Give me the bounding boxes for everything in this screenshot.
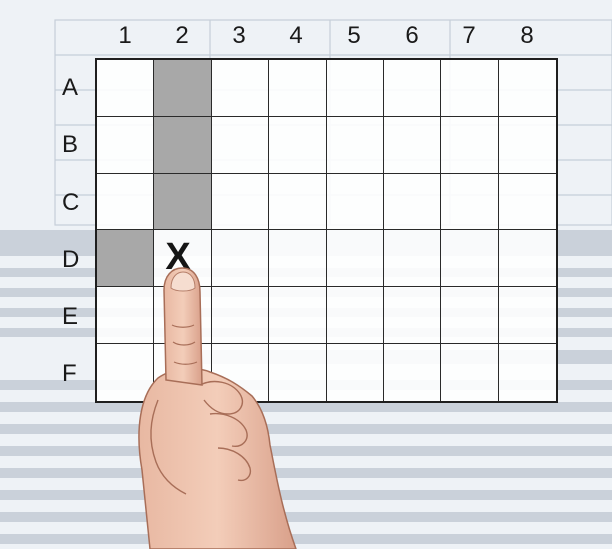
grid-cell-d8 <box>499 230 556 287</box>
grid-cell-f6 <box>384 344 441 401</box>
grid-cell-e7 <box>441 287 498 344</box>
grid-cell-f4 <box>269 344 326 401</box>
grid-cell-c1 <box>97 174 154 231</box>
grid-cell-c7 <box>441 174 498 231</box>
grid-cell-e2 <box>154 287 211 344</box>
grid-cell-a2 <box>154 60 211 117</box>
row-label-c: C <box>62 191 92 215</box>
grid-cell-f7 <box>441 344 498 401</box>
grid-cell-f5 <box>327 344 384 401</box>
row-label-f: F <box>62 362 92 386</box>
grid-cell-e6 <box>384 287 441 344</box>
coordinate-grid <box>95 58 558 403</box>
grid-cell-b2 <box>154 117 211 174</box>
row-label-b: B <box>62 133 92 157</box>
grid-cell-e8 <box>499 287 556 344</box>
row-label-d: D <box>62 248 92 272</box>
grid-cell-a3 <box>212 60 269 117</box>
grid-cell-d4 <box>269 230 326 287</box>
grid-cell-c2 <box>154 174 211 231</box>
row-label-e: E <box>62 305 92 329</box>
column-label-7: 7 <box>454 24 484 48</box>
grid-cell-b4 <box>269 117 326 174</box>
grid-cell-c4 <box>269 174 326 231</box>
grid-cell-a6 <box>384 60 441 117</box>
column-label-4: 4 <box>281 24 311 48</box>
column-label-3: 3 <box>224 24 254 48</box>
grid-cell-a4 <box>269 60 326 117</box>
grid-cell-f1 <box>97 344 154 401</box>
grid-cell-a1 <box>97 60 154 117</box>
column-label-6: 6 <box>397 24 427 48</box>
grid-cell-c8 <box>499 174 556 231</box>
grid-cell-f3 <box>212 344 269 401</box>
grid-cell-c6 <box>384 174 441 231</box>
grid-cell-b6 <box>384 117 441 174</box>
grid-cell-b1 <box>97 117 154 174</box>
column-label-1: 1 <box>110 24 140 48</box>
grid-cell-f2 <box>154 344 211 401</box>
grid-cell-d5 <box>327 230 384 287</box>
grid-cell-e1 <box>97 287 154 344</box>
grid-cell-e4 <box>269 287 326 344</box>
grid-cell-b5 <box>327 117 384 174</box>
grid-cell-c5 <box>327 174 384 231</box>
grid-cell-c3 <box>212 174 269 231</box>
column-label-8: 8 <box>512 24 542 48</box>
grid-cell-e5 <box>327 287 384 344</box>
column-label-2: 2 <box>167 24 197 48</box>
grid-cell-d6 <box>384 230 441 287</box>
grid-cell-f8 <box>499 344 556 401</box>
grid-cell-b8 <box>499 117 556 174</box>
grid-cell-d1 <box>97 230 154 287</box>
grid-cell-a7 <box>441 60 498 117</box>
x-mark: X <box>160 238 196 276</box>
row-label-a: A <box>62 76 92 100</box>
grid-cell-d7 <box>441 230 498 287</box>
grid-cell-b3 <box>212 117 269 174</box>
column-label-5: 5 <box>339 24 369 48</box>
grid-cell-a5 <box>327 60 384 117</box>
grid-cell-a8 <box>499 60 556 117</box>
grid-cell-e3 <box>212 287 269 344</box>
grid-cell-b7 <box>441 117 498 174</box>
grid-cell-d3 <box>212 230 269 287</box>
